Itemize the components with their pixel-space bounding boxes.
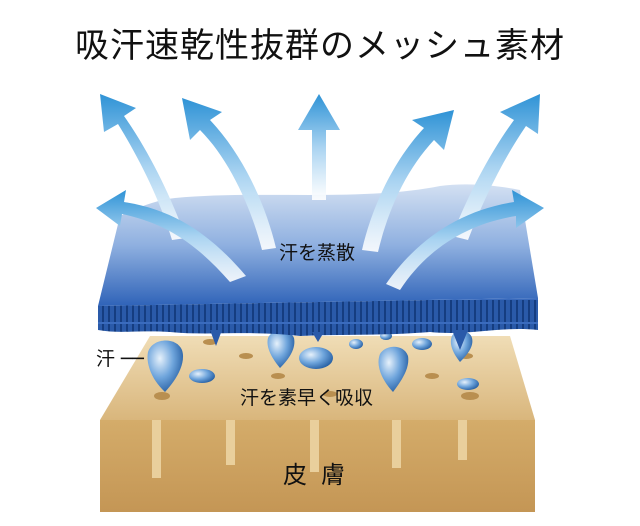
skin-layer	[100, 336, 535, 512]
absorb-label: 汗を素早く吸収	[240, 387, 374, 409]
sweat-label: 汗 ──	[96, 348, 144, 370]
evaporate-label: 汗を蒸散	[279, 242, 356, 264]
skin-label: 皮膚	[283, 461, 359, 489]
mesh-fabric	[98, 184, 538, 350]
evaporation-arrows	[96, 94, 544, 290]
diagram-title: 吸汗速乾性抜群のメッシュ素材	[75, 26, 565, 66]
